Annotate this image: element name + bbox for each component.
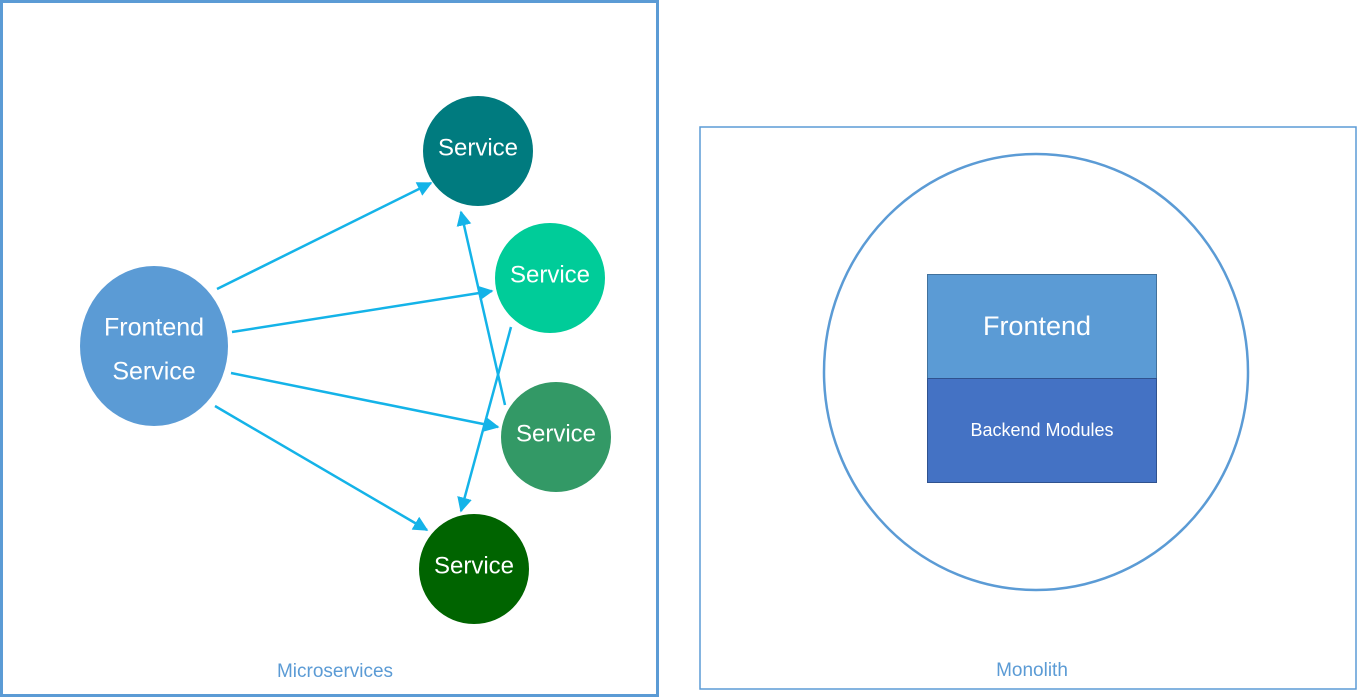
monolith-frontend-block bbox=[927, 274, 1157, 379]
service-circle-4 bbox=[419, 514, 529, 624]
service-node-3: Service bbox=[501, 382, 611, 492]
service-label-1: Service bbox=[438, 134, 518, 161]
arrow-frontend-to-service-3 bbox=[230, 371, 500, 432]
service-label-2: Service bbox=[510, 261, 590, 288]
service-label-3: Service bbox=[516, 420, 596, 447]
arrow-frontend-to-service-1 bbox=[216, 181, 433, 291]
service-node-4: Service bbox=[419, 514, 529, 624]
microservices-panel: Frontend Service Service Service Service… bbox=[0, 0, 659, 697]
arrow-frontend-to-service-4 bbox=[214, 404, 429, 532]
service-label-4: Service bbox=[434, 552, 514, 579]
service-circle-3 bbox=[501, 382, 611, 492]
monolith-backend-label: Backend Modules bbox=[970, 420, 1113, 440]
service-node-2: Service bbox=[495, 223, 605, 333]
service-circle-2 bbox=[495, 223, 605, 333]
service-circle-1 bbox=[423, 96, 533, 206]
monolith-outline-circle bbox=[822, 152, 1250, 592]
frontend-service-circle bbox=[80, 266, 228, 426]
service-node-1: Service bbox=[423, 96, 533, 206]
monolith-frontend-label: Frontend bbox=[983, 311, 1091, 341]
monolith-caption: Monolith bbox=[996, 660, 1068, 681]
arrow-frontend-to-service-2 bbox=[231, 285, 494, 334]
frontend-service-label-line2: Service bbox=[112, 358, 195, 386]
frontend-service-node: Frontend Service bbox=[80, 266, 228, 426]
arrow-service-2-to-service-4 bbox=[457, 326, 513, 513]
monolith-panel: Frontend Backend Modules Monolith bbox=[699, 126, 1357, 690]
microservices-frame bbox=[0, 0, 659, 697]
monolith-backend-block bbox=[927, 378, 1157, 483]
frontend-service-label-line1: Frontend bbox=[104, 314, 204, 342]
monolith-frame bbox=[699, 126, 1357, 690]
microservices-caption: Microservices bbox=[277, 661, 393, 682]
